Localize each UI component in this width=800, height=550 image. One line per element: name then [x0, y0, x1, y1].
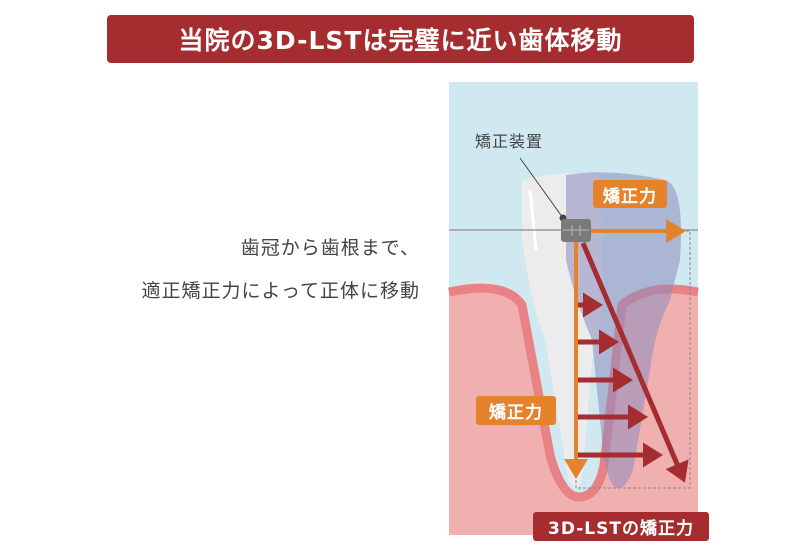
device-leader-line	[519, 157, 564, 219]
moved-tooth	[566, 172, 681, 489]
caption-line-1: 歯冠から歯根まで、	[240, 237, 420, 259]
horizontal-force-label: 矯正力	[593, 180, 667, 208]
bracket-label: 矯正装置	[475, 132, 544, 151]
resultant-force-label: 3D-LSTの矯正力	[533, 512, 709, 541]
resultant-force-arrow	[580, 242, 689, 483]
page-title: 当院の3D-LSTは完璧に近い歯体移動	[107, 15, 694, 63]
caption-line-2: 適正矯正力によって正体に移動	[141, 280, 420, 302]
vertical-force-label: 矯正力	[476, 396, 556, 425]
tooth-highlight	[528, 189, 538, 251]
